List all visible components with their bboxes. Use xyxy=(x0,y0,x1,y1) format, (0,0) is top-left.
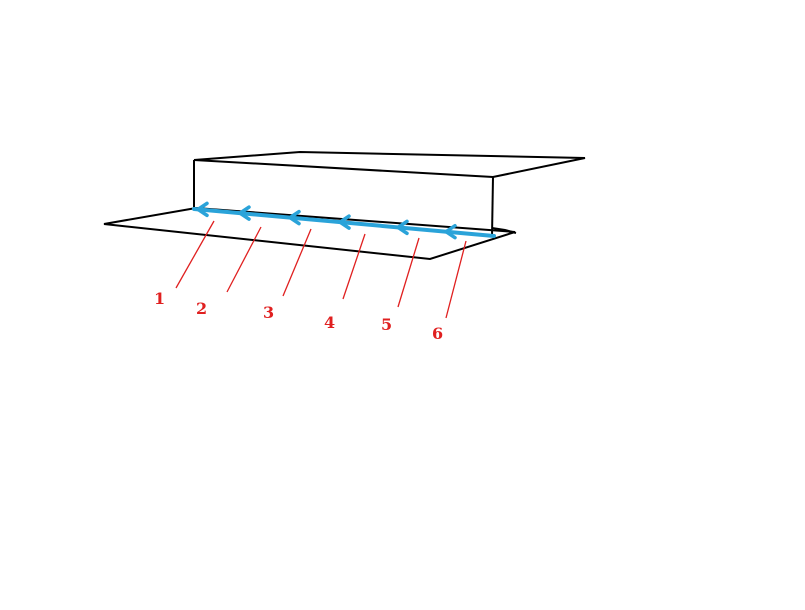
callouts: 1 2 3 4 5 6 xyxy=(154,220,467,343)
box-top-face xyxy=(193,150,586,179)
callout-leader-3 xyxy=(282,228,312,297)
callout-leader-4 xyxy=(342,233,366,300)
box-return-flange xyxy=(491,227,517,234)
arrowhead-2 xyxy=(238,205,251,221)
callout-label-1: 1 xyxy=(154,289,165,308)
callout-leader-5 xyxy=(397,237,420,308)
arrowhead-3 xyxy=(288,209,301,226)
callout-leader-6 xyxy=(445,240,467,319)
callout-label-3: 3 xyxy=(263,303,274,322)
box-right-edge xyxy=(491,176,494,237)
arrowhead-6 xyxy=(444,223,457,240)
arrowhead-1 xyxy=(196,201,209,218)
direction-arrows xyxy=(196,201,457,240)
callout-label-5: 5 xyxy=(381,315,392,334)
callout-label-2: 2 xyxy=(196,299,207,318)
callout-leader-2 xyxy=(226,226,262,293)
callout-label-6: 6 xyxy=(432,324,443,343)
arrowhead-4 xyxy=(338,214,351,230)
callout-label-4: 4 xyxy=(324,313,335,332)
arrowhead-5 xyxy=(396,219,409,236)
callout-leader-1 xyxy=(175,220,215,289)
flow-line xyxy=(192,207,496,238)
